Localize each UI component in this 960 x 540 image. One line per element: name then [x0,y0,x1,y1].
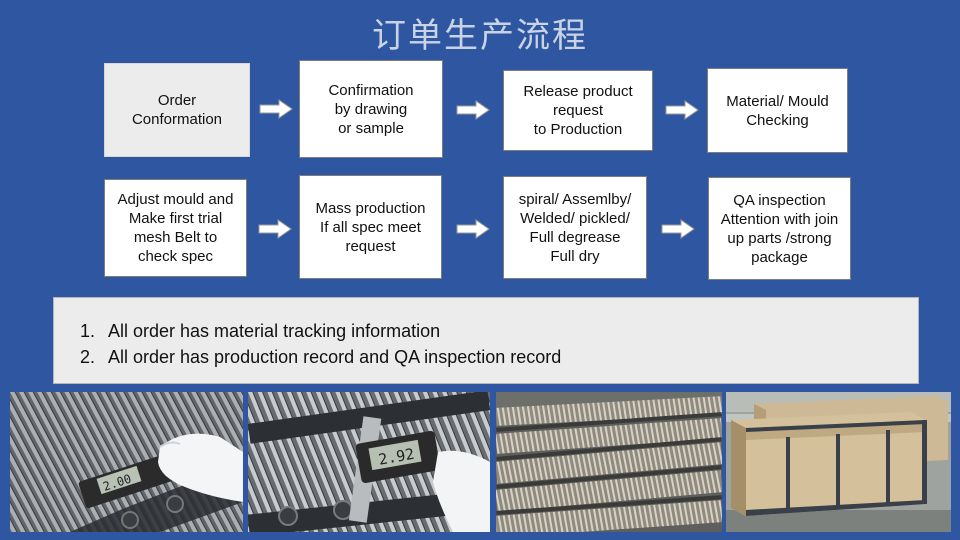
arrow-right-icon [665,100,699,120]
arrow-right-icon [661,219,695,239]
step-adjust-mould: Adjust mould and Make first trial mesh B… [104,179,247,277]
arrow-right-icon [456,100,490,120]
arrow-right-icon [456,219,490,239]
step-spiral-assembly: spiral/ Assemlby/ Welded/ pickled/ Full … [503,176,647,279]
photo-caliper-measure-2: 2.92 [248,392,490,532]
step-confirmation: Confirmation by drawing or sample [299,60,443,158]
note-item: All order has material tracking informat… [100,318,918,344]
step-mass-production: Mass production If all spec meet request [299,175,442,279]
step-material-checking: Material/ Mould Checking [707,68,848,153]
note-item: All order has production record and QA i… [100,344,918,370]
photo-wooden-crates [726,392,951,532]
step-order-conformation: Order Conformation [104,63,250,157]
arrow-right-icon [259,99,293,119]
notes-list: All order has material tracking informat… [64,318,918,370]
arrow-right-icon [258,219,292,239]
step-qa-inspection: QA inspection Attention with join up par… [708,177,851,280]
step-release-request: Release product request to Production [503,70,653,151]
caliper-reading: 2.92 [377,445,416,469]
photo-caliper-measure-1: 2.00 [10,392,243,532]
photo-spiral-belts [496,392,722,532]
notes-panel: All order has material tracking informat… [53,297,919,384]
slide-title: 订单生产流程 [372,16,588,56]
